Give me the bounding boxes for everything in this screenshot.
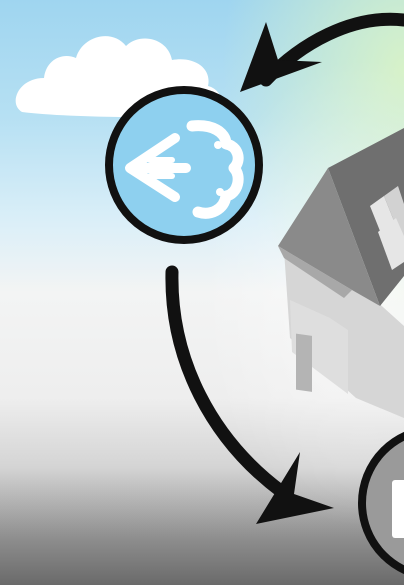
cloud-sync-icon (109, 90, 259, 240)
